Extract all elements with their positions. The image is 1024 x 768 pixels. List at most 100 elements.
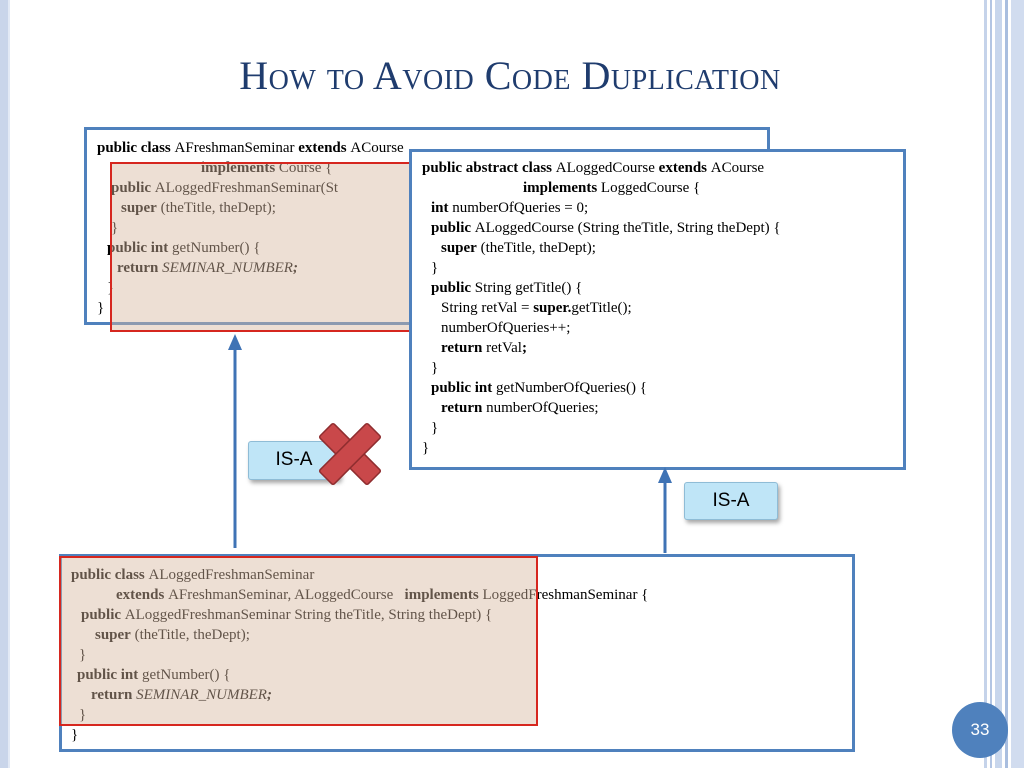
code-token: ; (521, 340, 527, 356)
code-token: } (71, 727, 79, 743)
code-line: } (431, 358, 438, 378)
code-token: ALoggedFreshmanSeminar String theTitle, … (124, 607, 493, 623)
code-token: ALoggedCourse (String theTitle, String t… (474, 220, 781, 236)
code-token: } (422, 440, 430, 456)
code-token: ; (266, 687, 272, 703)
isa-label-right: IS-A (684, 482, 778, 520)
code-box-aloggedcourse: public abstract class ALoggedCourse exte… (409, 149, 906, 470)
code-token: public (81, 607, 125, 623)
code-token: SEMINAR_NUMBER (136, 687, 267, 703)
code-token: return (441, 340, 487, 356)
code-token: ALoggedCourse (555, 160, 659, 176)
code-token: int (431, 200, 453, 216)
code-line: } (97, 298, 104, 318)
code-token: extends (298, 140, 351, 156)
duplicate-code-highlight-bottom (59, 556, 538, 726)
code-token: public int (431, 380, 497, 396)
code-token: return (441, 400, 487, 416)
code-token: ALoggedFreshmanSeminar (148, 567, 315, 583)
code-token: super. (533, 300, 572, 316)
code-token: LoggedCourse { (597, 180, 701, 196)
code-line: } (79, 705, 86, 725)
code-line: return SEMINAR_NUMBER; (91, 685, 272, 705)
code-token: String getTitle() { (474, 280, 583, 296)
code-token: } (79, 707, 87, 723)
code-line: } (111, 218, 118, 238)
code-line: public ALoggedFreshmanSeminar(St (111, 178, 338, 198)
code-token: ; (292, 260, 298, 276)
code-line: } (422, 438, 429, 458)
code-line: implements Course { (201, 158, 332, 178)
code-token: extends (658, 160, 711, 176)
code-line: return retVal; (441, 338, 527, 358)
left-decor-bar-inner (8, 0, 10, 768)
code-line: implements LoggedCourse { (523, 178, 700, 198)
code-line: return SEMINAR_NUMBER; (117, 258, 298, 278)
code-token: getNumber() { (172, 240, 261, 256)
code-token: public int (77, 667, 143, 683)
code-token: ACourse (350, 140, 404, 156)
code-token: (theTitle, theDept); (476, 240, 596, 256)
code-token: getTitle(); (571, 300, 632, 316)
code-line: } (431, 258, 438, 278)
code-token: } (431, 260, 439, 276)
code-line: } (79, 645, 86, 665)
code-token: public (431, 280, 475, 296)
code-token: String retVal = (441, 300, 534, 316)
code-token: super (95, 627, 131, 643)
code-token: (theTitle, theDept); (156, 200, 276, 216)
code-token: } (431, 420, 439, 436)
code-token: numberOfQueries = 0; (452, 200, 589, 216)
code-line: numberOfQueries++; (441, 318, 570, 338)
code-token: AFreshmanSeminar (174, 140, 299, 156)
code-line: public int getNumber() { (77, 665, 230, 685)
code-token: implements (201, 160, 276, 176)
code-line: public class AFreshmanSeminar extends AC… (97, 138, 404, 158)
code-token: extends (116, 587, 169, 603)
code-token: public (111, 180, 155, 196)
code-token: (theTitle, theDept); (130, 627, 250, 643)
code-token: implements (404, 587, 483, 603)
code-token: LoggedFreshmanSeminar { (482, 587, 649, 603)
code-token: ACourse (710, 160, 765, 176)
code-line: } (71, 725, 78, 745)
code-token: Course { (275, 160, 333, 176)
code-token: ALoggedFreshmanSeminar(St (154, 180, 339, 196)
isa-arrow-left (228, 334, 242, 548)
code-token: public int (107, 240, 173, 256)
code-token: } (79, 647, 87, 663)
code-token: retVal (486, 340, 522, 356)
code-line: return numberOfQueries; (441, 398, 599, 418)
code-line: public ALoggedCourse (String theTitle, S… (431, 218, 781, 238)
right-decor-stripes (984, 0, 1024, 768)
code-token: } (111, 220, 119, 236)
code-token: super (441, 240, 477, 256)
code-line: } (431, 418, 438, 438)
code-token: numberOfQueries++; (441, 320, 571, 336)
code-line: int numberOfQueries = 0; (431, 198, 588, 218)
code-line: public int getNumberOfQueries() { (431, 378, 647, 398)
code-token: getNumber() { (142, 667, 231, 683)
code-token: public (431, 220, 475, 236)
slide-title: How to Avoid Code Duplication (239, 53, 781, 98)
code-line: super (theTitle, theDept); (95, 625, 250, 645)
code-token: } (431, 360, 439, 376)
code-token: return (91, 687, 137, 703)
code-token: } (97, 300, 105, 316)
code-line: super (theTitle, theDept); (441, 238, 596, 258)
code-token: super (121, 200, 157, 216)
code-line: public abstract class ALoggedCourse exte… (422, 158, 764, 178)
page-number-badge: 33 (952, 702, 1008, 758)
code-line: public int getNumber() { (107, 238, 260, 258)
code-token: public class (71, 567, 149, 583)
code-token: AFreshmanSeminar, ALoggedCourse (168, 587, 405, 603)
code-line: String retVal = super.getTitle(); (441, 298, 632, 318)
code-token: numberOfQueries; (486, 400, 599, 416)
code-line: super (theTitle, theDept); (121, 198, 276, 218)
code-box-aloggedfreshmanseminar: public class ALoggedFreshmanSeminar exte… (59, 554, 855, 752)
code-line: public class ALoggedFreshmanSeminar (71, 565, 314, 585)
code-line: public String getTitle() { (431, 278, 582, 298)
code-line: public ALoggedFreshmanSeminar String the… (81, 605, 492, 625)
